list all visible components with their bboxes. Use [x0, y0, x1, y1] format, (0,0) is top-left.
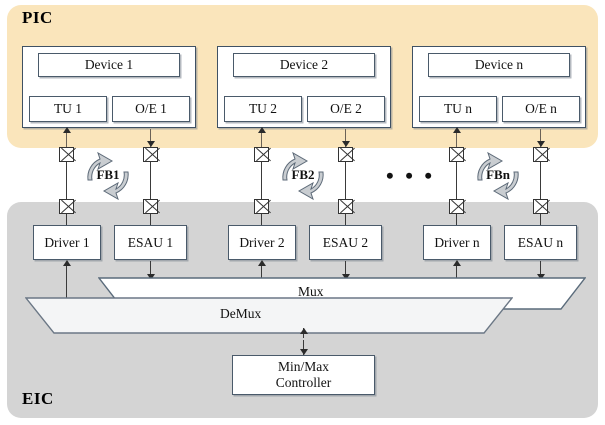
- tu-box-2[interactable]: TU 2: [224, 96, 302, 122]
- tu-link-line-2: [261, 133, 263, 150]
- coupler-pic-oe-1[interactable]: [143, 147, 158, 162]
- device-box-1[interactable]: Device 1: [38, 53, 180, 77]
- feedback-loop-2: FB2: [273, 148, 333, 204]
- driver-link-line-2: [261, 214, 262, 225]
- driver-link-line-n: [456, 214, 457, 225]
- tu-link-arrow-n: [453, 127, 461, 133]
- tu-link-arrow-1: [63, 127, 71, 133]
- esau-box-n[interactable]: ESAU n: [504, 225, 577, 260]
- esau-link-line-1: [150, 214, 151, 225]
- tu-box-n[interactable]: TU n: [419, 96, 497, 122]
- feedback-label-n: FBn: [486, 167, 510, 182]
- oe-feed-line-n: [540, 162, 541, 200]
- coupler-pic-tu-1[interactable]: [59, 147, 74, 162]
- esau-to-mux-line-1: [150, 261, 151, 279]
- oe-link-arrow-2: [342, 141, 350, 147]
- coupler-eic-esau-n[interactable]: [533, 199, 548, 214]
- feedback-loop-1: FB1: [78, 148, 138, 204]
- channel-ellipsis: • • •: [386, 163, 436, 188]
- tu-box-1[interactable]: TU 1: [29, 96, 107, 122]
- driver-box-n[interactable]: Driver n: [423, 225, 491, 260]
- esau-to-mux-line-n: [540, 261, 541, 279]
- feedback-label-1: FB1: [96, 167, 120, 182]
- mux-label: Mux: [298, 284, 324, 299]
- device-box-2[interactable]: Device 2: [233, 53, 375, 77]
- tu-link-arrow-2: [258, 127, 266, 133]
- esau-link-line-n: [540, 214, 541, 225]
- demux-label: DeMux: [220, 306, 262, 321]
- coupler-pic-oe-2[interactable]: [338, 147, 353, 162]
- oe-feed-line-1: [150, 162, 151, 200]
- esau-box-1[interactable]: ESAU 1: [114, 225, 187, 260]
- controller-to-demux-arrow: [300, 328, 308, 334]
- mux-to-controller-line: [303, 340, 304, 355]
- coupler-eic-esau-1[interactable]: [143, 199, 158, 214]
- driver-link-line-1: [66, 214, 67, 225]
- oe-link-arrow-n: [537, 141, 545, 147]
- oe-feed-line-2: [345, 162, 346, 200]
- feedback-label-2: FB2: [291, 167, 315, 182]
- oe-link-line-2: [345, 129, 347, 147]
- demux-to-driver-line-1: [66, 266, 67, 299]
- driver-box-1[interactable]: Driver 1: [33, 225, 101, 260]
- demux-to-driver-arrow-n: [453, 260, 461, 266]
- esau-to-mux-arrow-1: [147, 274, 155, 280]
- coupler-pic-oe-n[interactable]: [533, 147, 548, 162]
- esau-to-mux-arrow-2: [342, 274, 350, 280]
- minmax-controller-box[interactable]: Min/Max Controller: [232, 355, 375, 395]
- coupler-pic-tu-n[interactable]: [449, 147, 464, 162]
- oe-box-1[interactable]: O/E 1: [112, 96, 190, 122]
- coupler-eic-esau-2[interactable]: [338, 199, 353, 214]
- coupler-eic-driver-2[interactable]: [254, 199, 269, 214]
- coupler-eic-driver-n[interactable]: [449, 199, 464, 214]
- demux-to-driver-arrow-2: [258, 260, 266, 266]
- mux-to-controller-arrow: [300, 349, 308, 355]
- oe-box-n[interactable]: O/E n: [502, 96, 580, 122]
- feedback-loop-n: FBn: [468, 148, 528, 204]
- tu-link-line-n: [456, 133, 458, 150]
- controller-label-line2: Controller: [275, 375, 332, 390]
- esau-box-2[interactable]: ESAU 2: [309, 225, 382, 260]
- demux-to-driver-arrow-1: [63, 260, 71, 266]
- tu-feed-line-2: [261, 162, 262, 200]
- oe-link-line-n: [540, 129, 542, 147]
- tu-feed-line-n: [456, 162, 457, 200]
- device-box-n[interactable]: Device n: [428, 53, 570, 77]
- coupler-eic-driver-1[interactable]: [59, 199, 74, 214]
- coupler-pic-tu-2[interactable]: [254, 147, 269, 162]
- demux-block[interactable]: DeMux: [25, 297, 513, 335]
- tu-link-line-1: [66, 133, 68, 150]
- eic-region-label: EIC: [22, 389, 54, 408]
- oe-link-line-1: [150, 129, 152, 147]
- esau-to-mux-arrow-n: [537, 274, 545, 280]
- driver-box-2[interactable]: Driver 2: [228, 225, 296, 260]
- controller-label-line1: Min/Max: [277, 359, 329, 375]
- oe-box-2[interactable]: O/E 2: [307, 96, 385, 122]
- esau-link-line-2: [345, 214, 346, 225]
- tu-feed-line-1: [66, 162, 67, 200]
- esau-to-mux-line-2: [345, 261, 346, 279]
- oe-link-arrow-1: [147, 141, 155, 147]
- pic-region-label: PIC: [22, 8, 53, 27]
